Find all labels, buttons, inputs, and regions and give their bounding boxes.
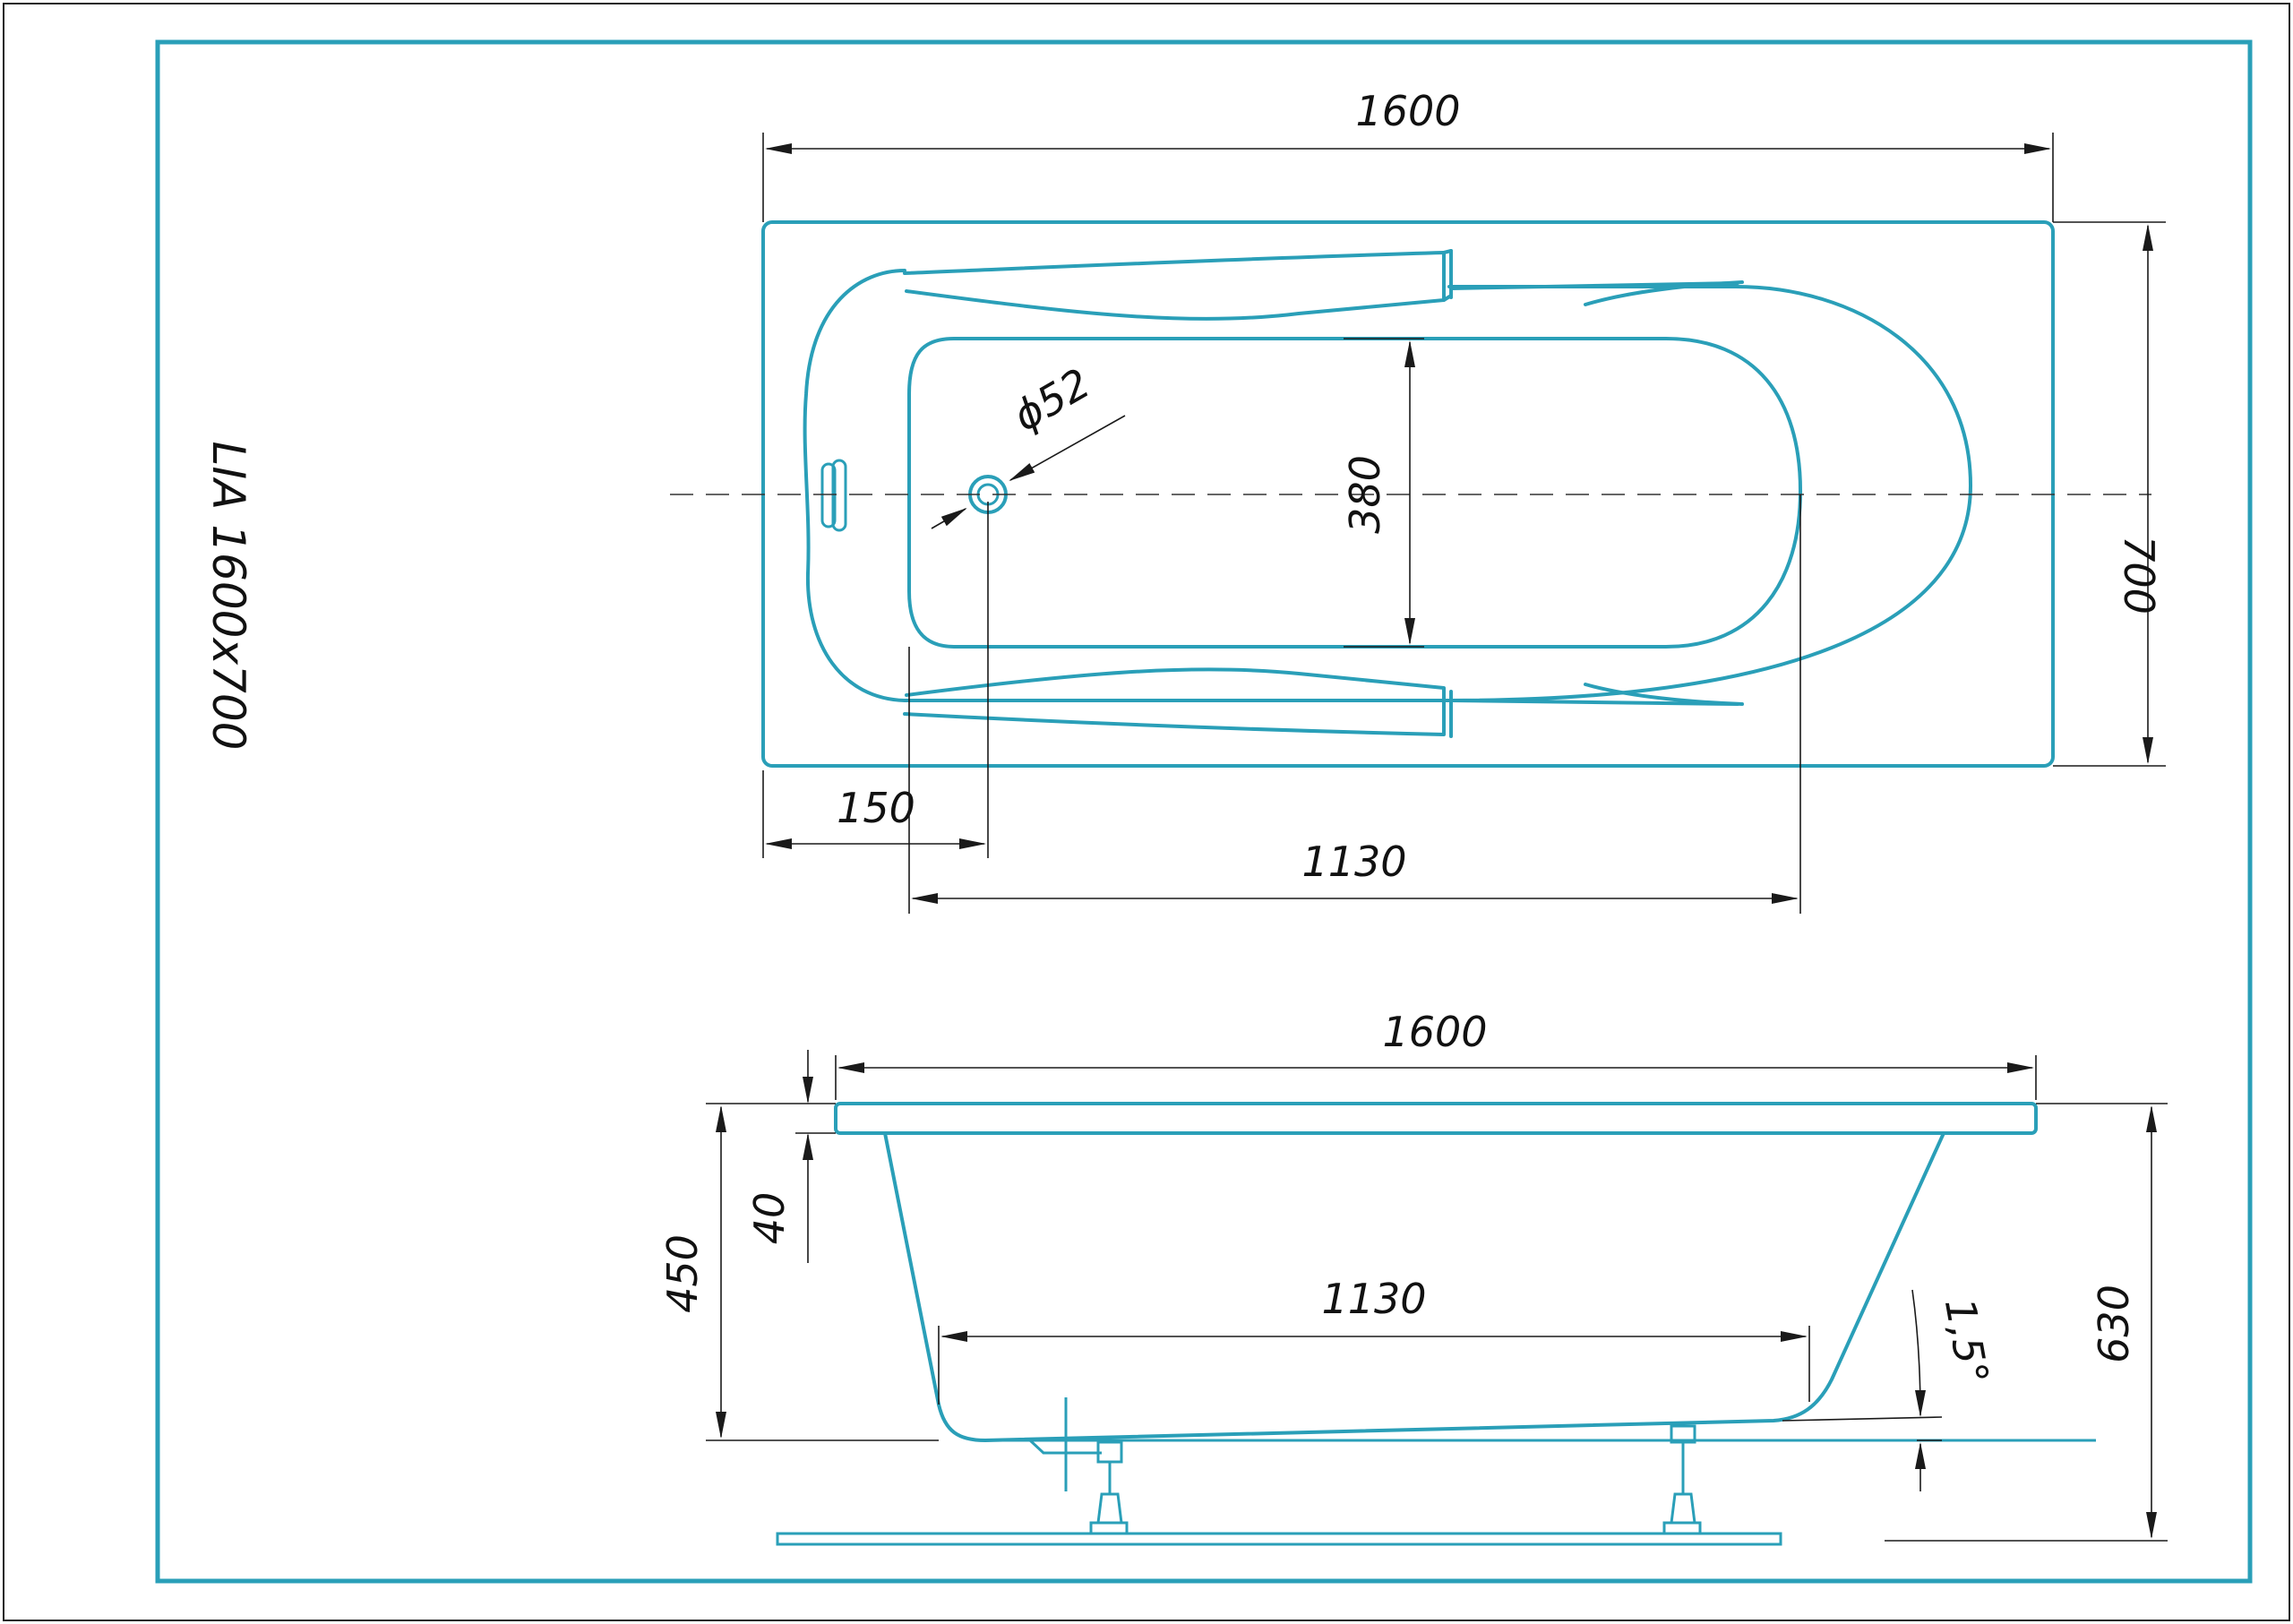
dim-slope: 1,5° [1936, 1294, 1998, 1388]
dim-rim-thickness: 40 [745, 1192, 794, 1245]
dim-side-length: 1600 [1382, 1008, 1487, 1056]
outer-border [3, 3, 2290, 1621]
dim-inner-length: 1130 [1301, 838, 1406, 886]
right-leg [1662, 1424, 1702, 1535]
dim-drain-diameter: ϕ52 [1005, 359, 1098, 441]
dim-inner-width: 380 [1341, 455, 1389, 534]
drawing-frame [155, 39, 2253, 1584]
bottom-armrest [903, 667, 1446, 736]
base-panel [776, 1532, 1782, 1546]
dim-bottom-length: 1130 [1321, 1275, 1426, 1323]
side-rim [834, 1102, 2038, 1135]
dim-depth: 450 [658, 1234, 707, 1313]
side-body [883, 1131, 1945, 1442]
dim-top-length: 1600 [1355, 87, 1460, 135]
dim-total-height: 630 [2090, 1285, 2138, 1363]
side-drain-icon [1028, 1439, 1102, 1455]
top-view: 1600 700 380 ϕ52 150 1130 [670, 87, 2166, 914]
overflow-icon [820, 462, 837, 528]
model-label: LIA 1600x700 [202, 442, 254, 751]
dim-drain-offset: 150 [837, 784, 915, 832]
left-leg [1089, 1440, 1129, 1535]
side-view: 1600 40 450 1130 630 1,5° [658, 1008, 2168, 1546]
tub-inner-outline [907, 337, 1802, 649]
top-armrest [903, 251, 1446, 321]
dim-top-width: 700 [2115, 536, 2163, 614]
